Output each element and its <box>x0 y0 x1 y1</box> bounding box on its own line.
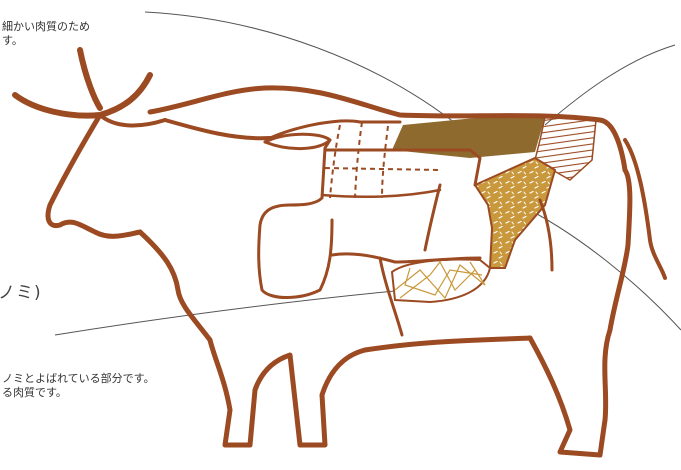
bottom-description-line2: る肉質です。 <box>2 386 155 400</box>
cut-heading: ノミ) <box>0 278 42 303</box>
top-description-line2: す。 <box>2 34 90 48</box>
bottom-description: ノミとよばれている部分です。 る肉質です。 <box>2 372 155 400</box>
front-leg <box>210 340 365 445</box>
top-description-line1: 細かい肉質のため <box>2 20 90 34</box>
head <box>48 115 140 236</box>
chuck-box <box>259 140 332 298</box>
flank-cut <box>392 260 490 303</box>
leader-line-round <box>520 205 681 330</box>
top-description: 細かい肉質のため す。 <box>2 20 90 48</box>
neck-line <box>165 120 270 138</box>
belly <box>365 338 530 350</box>
leader-line-rump <box>545 45 675 125</box>
leader-line-flank <box>55 290 405 335</box>
ear <box>100 115 165 125</box>
rib-lower <box>322 190 440 197</box>
sirloin-cut <box>392 117 545 158</box>
round-side <box>540 200 552 270</box>
horn <box>15 50 150 116</box>
plate-line <box>425 185 440 250</box>
chest <box>140 232 210 340</box>
leader-lines <box>55 12 681 335</box>
bottom-description-line1: ノミとよばれている部分です。 <box>2 372 155 386</box>
